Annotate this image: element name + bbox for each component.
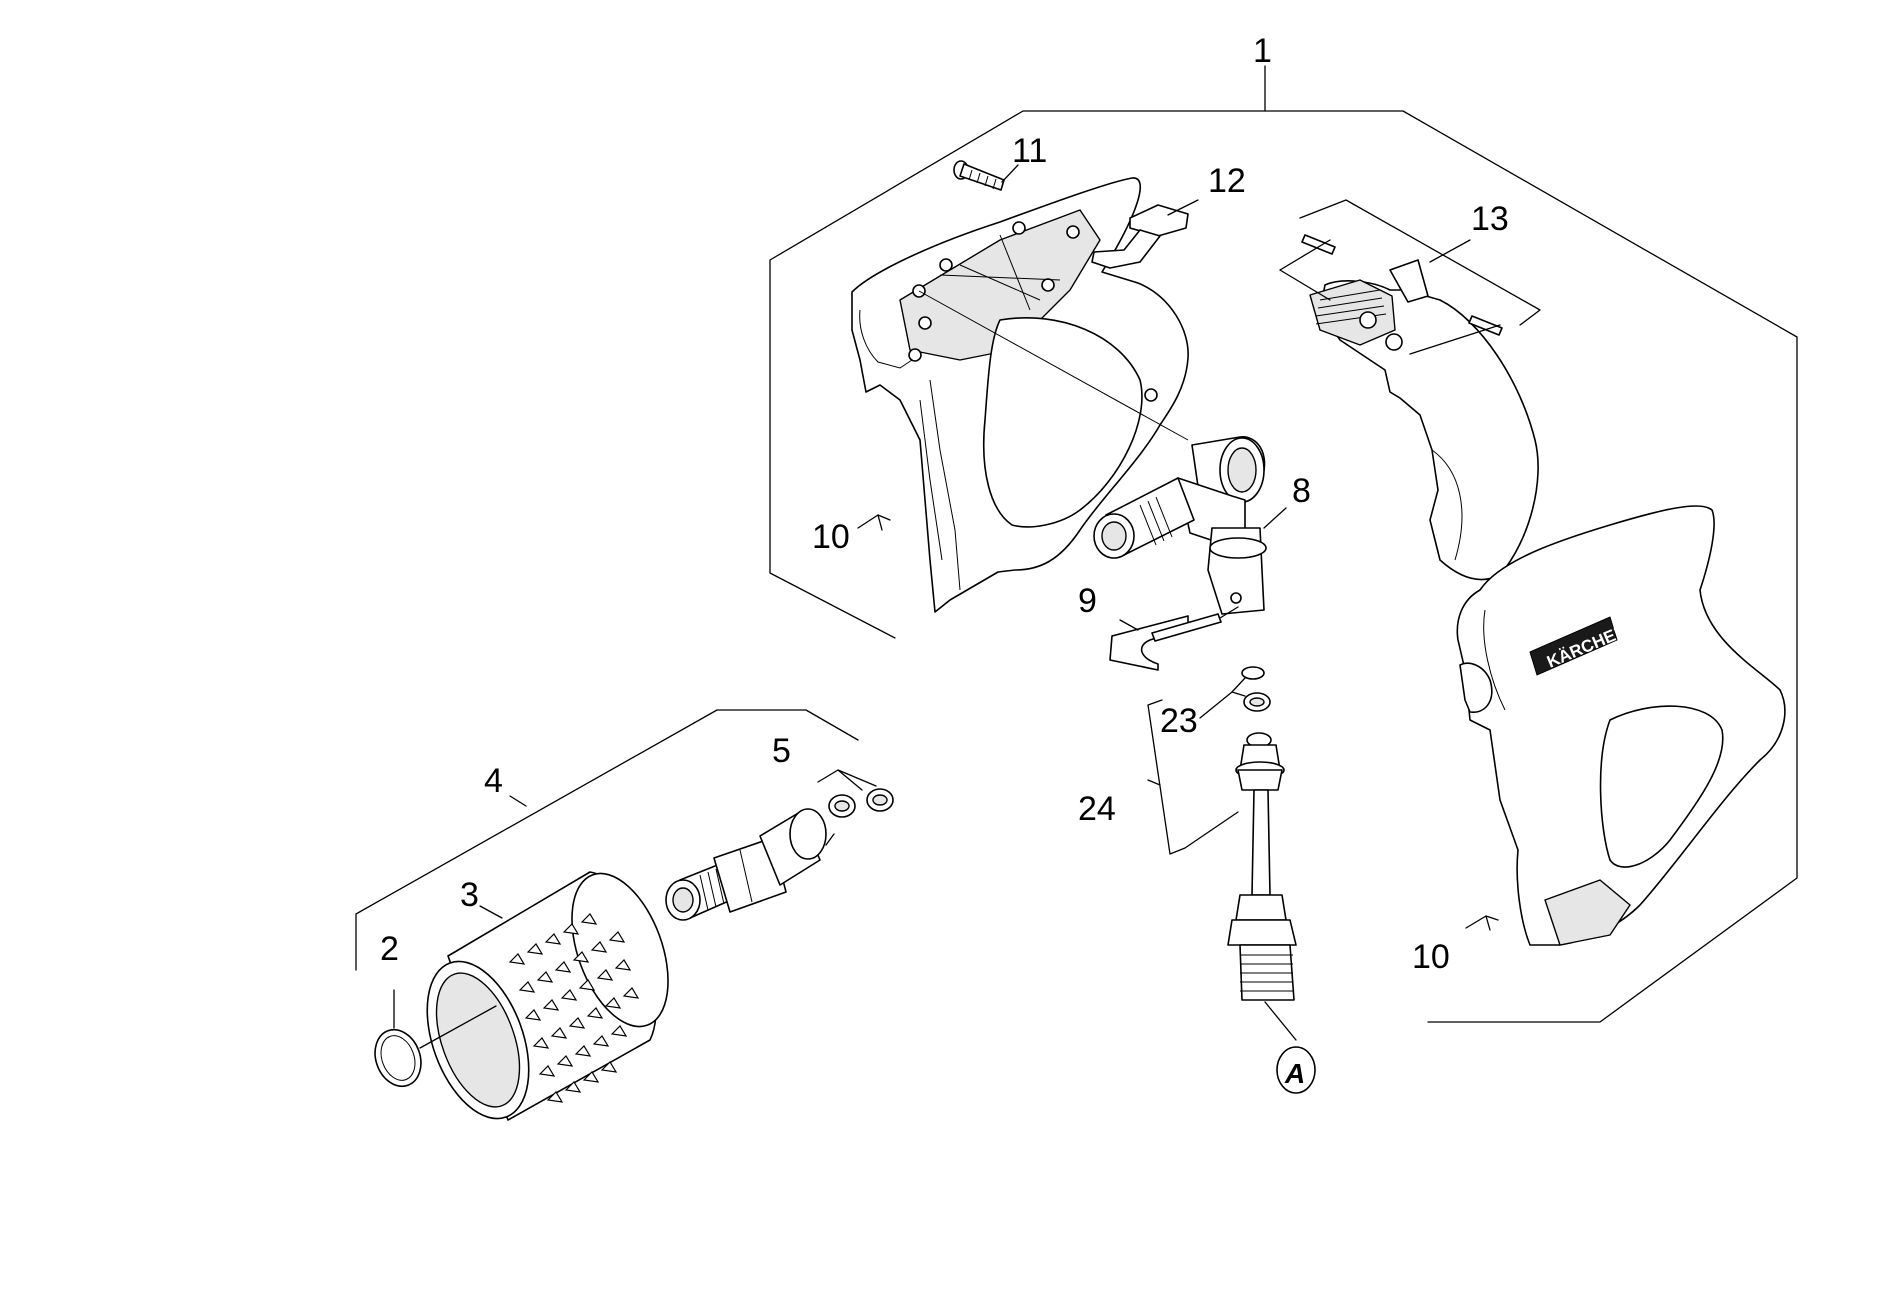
callout-10-bottom: 10: [1412, 938, 1450, 976]
housing-shell-left: [851, 177, 1189, 613]
latch-part-12: [1091, 199, 1199, 269]
callout-9: 9: [1078, 582, 1097, 620]
valve-stem-part-24: [1147, 699, 1297, 1041]
nozzle-body: [665, 808, 835, 921]
trigger-part-13: [1279, 199, 1541, 581]
callout-11: 11: [1012, 132, 1047, 170]
group-4-bracket: [355, 709, 859, 971]
housing-shell-right: KÄRCHER: [1456, 505, 1786, 946]
callout-5: 5: [772, 732, 791, 770]
sleeve-pattern: [508, 913, 640, 1103]
screw-part-11: [953, 160, 1019, 191]
callout-23: 23: [1160, 702, 1198, 740]
circlip-part-2: [374, 989, 497, 1088]
callout-12: 12: [1208, 162, 1246, 200]
group-1-bracket: [769, 65, 1798, 1023]
brush-sleeve-part-3: [426, 871, 669, 1121]
seal-part-23: [1199, 666, 1271, 719]
callout-3: 3: [460, 876, 479, 914]
callout-4: 4: [484, 762, 503, 800]
callout-13: 13: [1471, 200, 1509, 238]
elbow-part-8: [1093, 436, 1287, 615]
callout-2: 2: [380, 930, 399, 968]
callout-24: 24: [1078, 790, 1116, 828]
callout-10-top: 10: [812, 518, 850, 556]
connection-marker-a: [1276, 1046, 1316, 1094]
clip-part-9: [1109, 606, 1239, 671]
callout-a: A: [1284, 1058, 1305, 1089]
seal-part-5: [817, 769, 894, 818]
label-10-markers: [857, 514, 1499, 931]
callout-1: 1: [1253, 32, 1272, 70]
callout-8: 8: [1292, 472, 1311, 510]
